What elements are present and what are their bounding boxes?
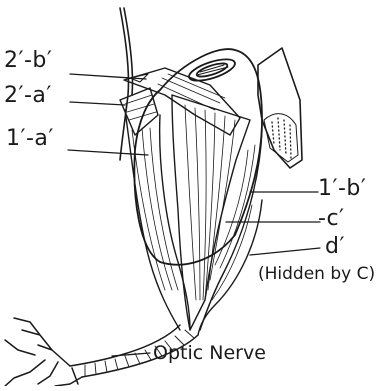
leader-d (250, 248, 320, 255)
label-2a: 2′-a′ (4, 85, 52, 107)
label-c: -c′ (318, 208, 345, 230)
optic-chiasm (5, 318, 82, 386)
muscle-1b (200, 130, 262, 330)
label-optic-nerve: Optic Nerve (153, 344, 266, 363)
support-rod (120, 8, 133, 160)
label-1a: 1′-a′ (6, 128, 54, 150)
label-hidden-by-c: (Hidden by C) (258, 266, 375, 283)
label-d: d′ (325, 236, 345, 258)
label-1b: 1′-b′ (318, 178, 366, 200)
muscle-1a (125, 110, 190, 330)
eyelid-flap (258, 48, 302, 168)
eyeball (134, 49, 262, 265)
leader-1a (68, 150, 148, 155)
leader-optic (112, 353, 150, 356)
label-2b: 2′-b′ (4, 50, 52, 72)
leader-2a (70, 102, 125, 105)
muscle-c (172, 95, 250, 330)
leader-lines (68, 74, 320, 356)
